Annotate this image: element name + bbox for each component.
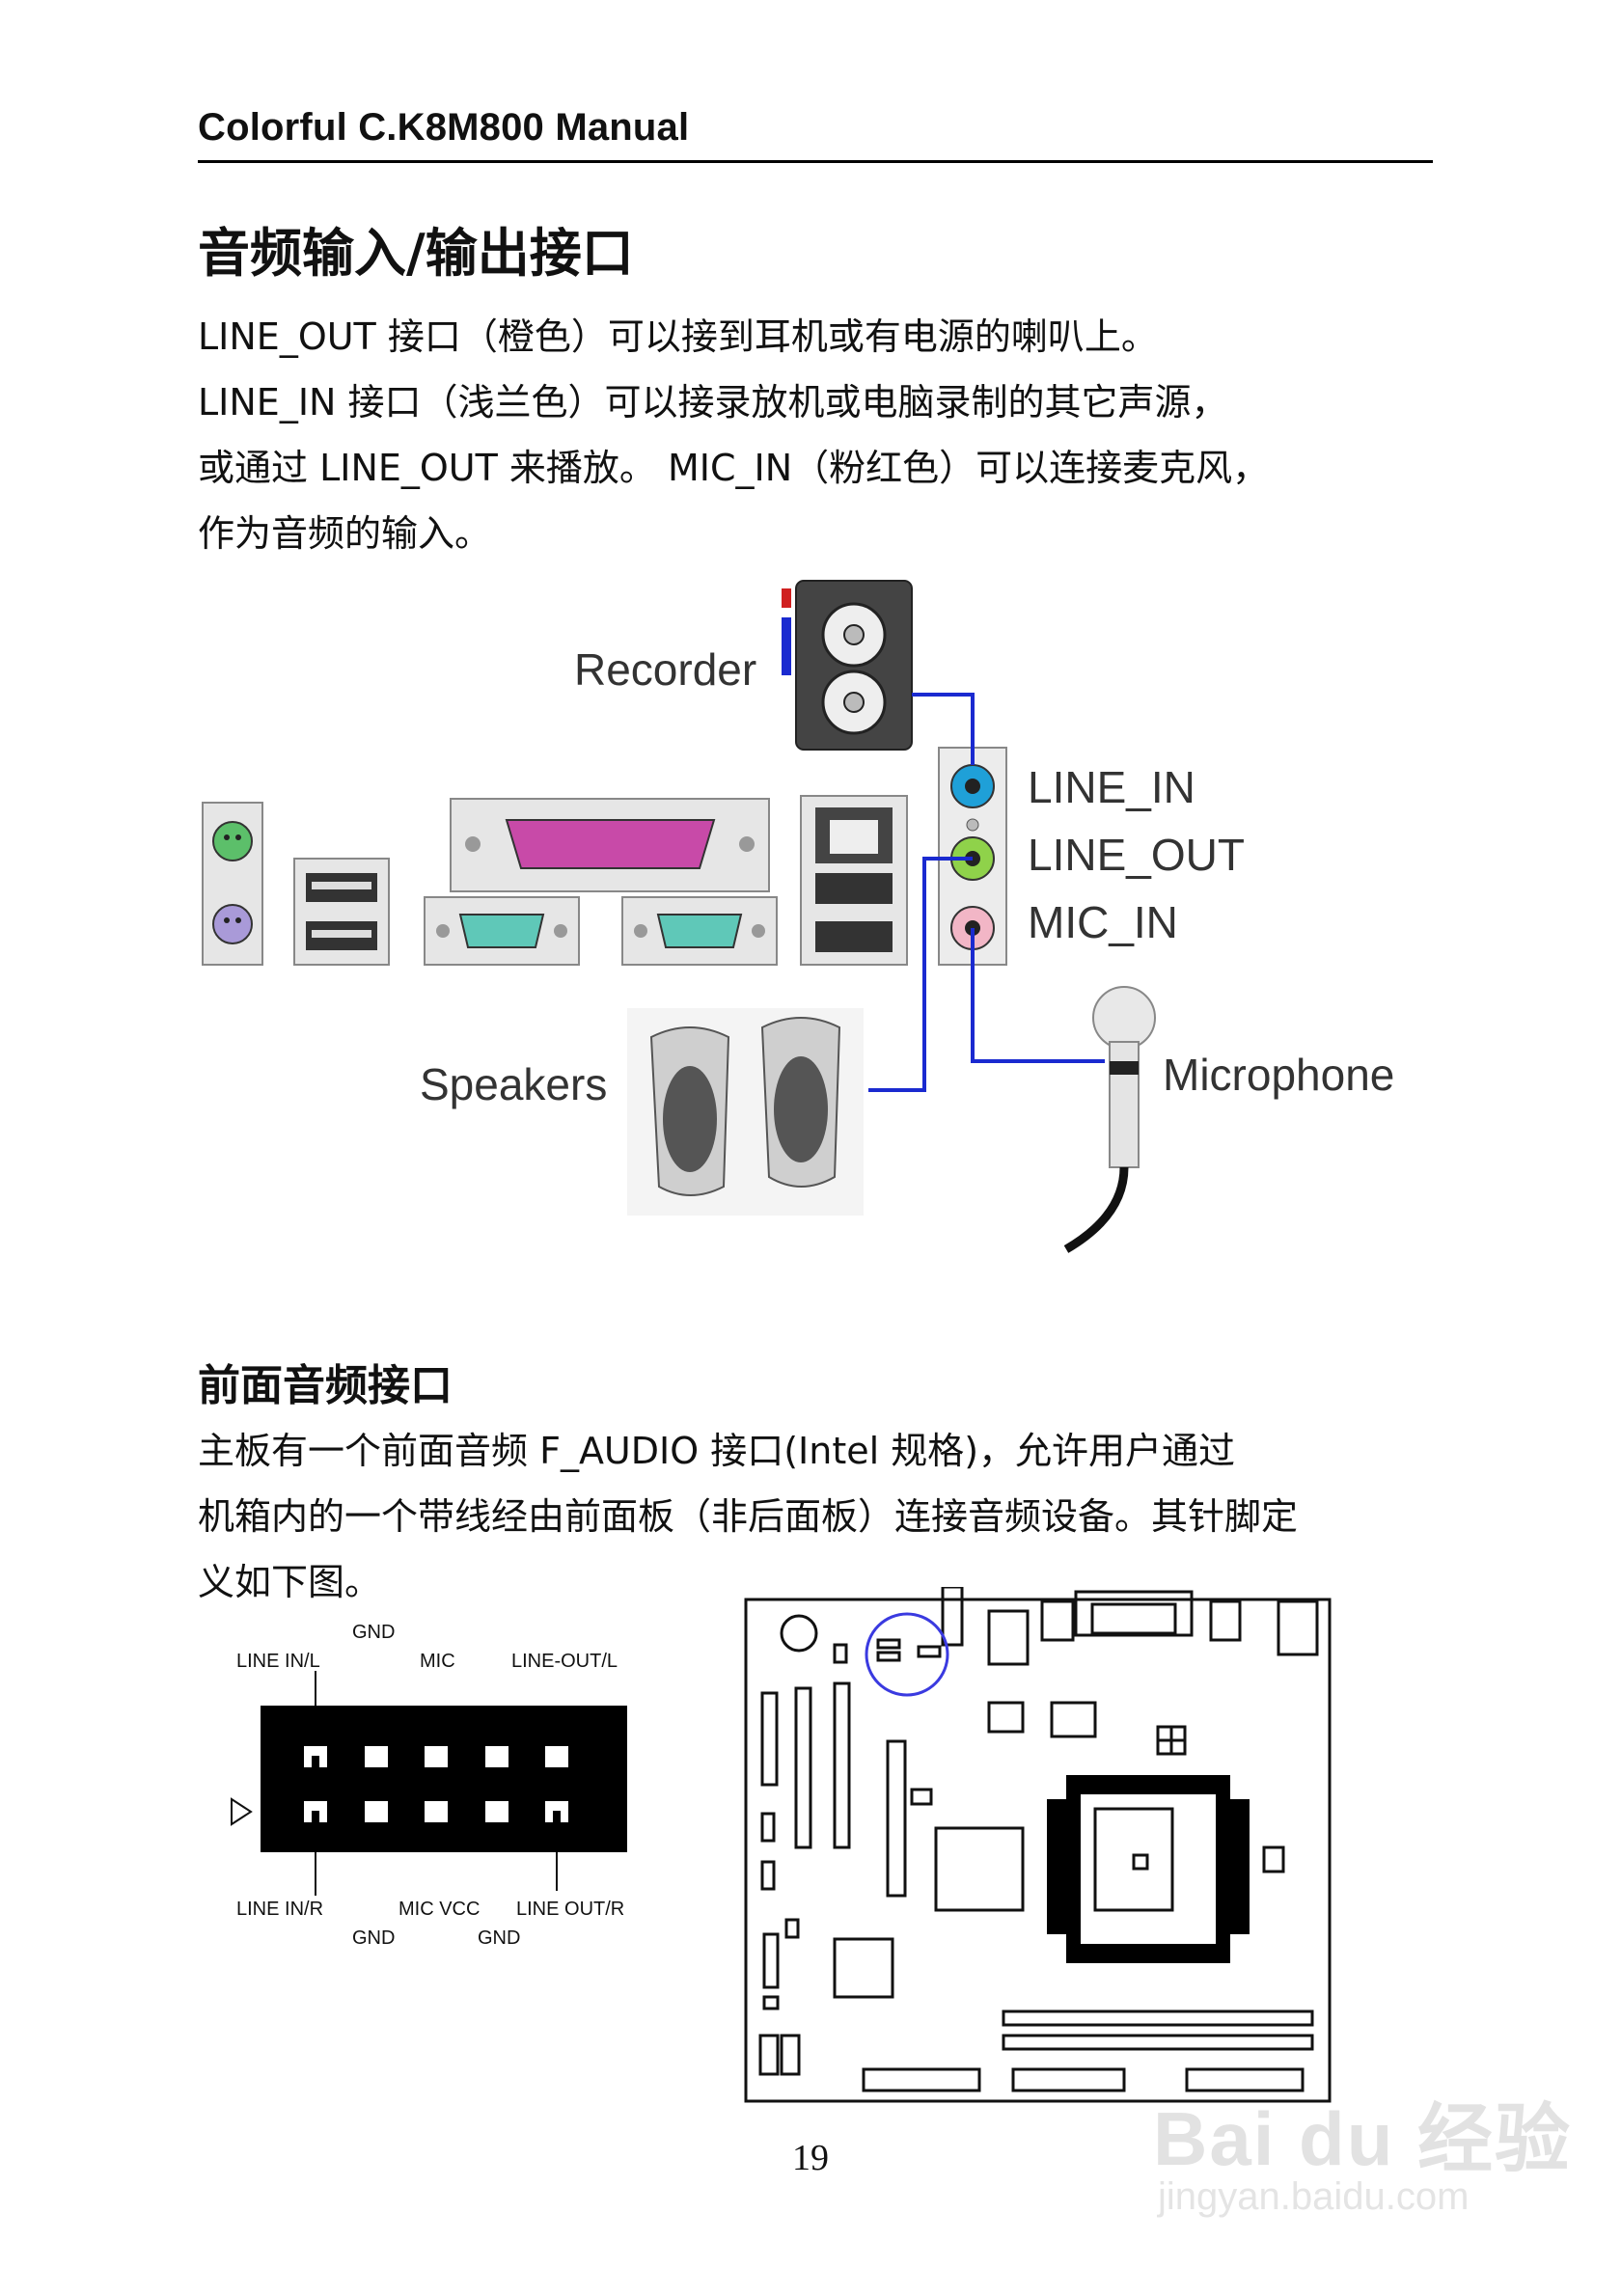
line-out-label: LINE_OUT bbox=[1028, 830, 1245, 880]
header-title: Colorful C.K8M800 Manual bbox=[198, 106, 690, 149]
line-in-cable bbox=[912, 693, 975, 765]
lan-usb-stack bbox=[800, 795, 908, 966]
paragraph-line-1: LINE_OUT 接口（橙色）可以接到耳机或有电源的喇叭上。 bbox=[198, 315, 1158, 358]
baidu-watermark: Bai du 经验 bbox=[1153, 2096, 1573, 2181]
pin-label-bottom-gnd-1: GND bbox=[352, 1927, 395, 1949]
usb-ports-left bbox=[293, 858, 390, 966]
pin-label-line-in-l: LINE IN/L bbox=[236, 1651, 320, 1672]
header-divider bbox=[198, 160, 1433, 163]
speakers-image bbox=[627, 1008, 864, 1216]
paragraph2-line-2: 机箱内的一个带线经由前面板（非后面板）连接音频设备。其针脚定 bbox=[198, 1495, 1299, 1538]
mic-in-label: MIC_IN bbox=[1028, 897, 1178, 947]
paragraph-line-3: 或通过 LINE_OUT 来播放。 MIC_IN（粉红色）可以连接麦克风， bbox=[198, 447, 1270, 489]
baidu-watermark-url: jingyan.baidu.com bbox=[1158, 2175, 1470, 2218]
recorder-label: Recorder bbox=[574, 644, 756, 695]
motherboard-layout-diagram bbox=[744, 1587, 1332, 2103]
page-number: 19 bbox=[792, 2138, 829, 2178]
pin-label-line-out-r: LINE OUT/R bbox=[516, 1899, 624, 1920]
paragraph-line-4: 作为音频的输入。 bbox=[198, 512, 492, 555]
pin-label-mic-vcc: MIC VCC bbox=[398, 1899, 480, 1920]
pin-header-block bbox=[261, 1706, 627, 1852]
paragraph2-line-1: 主板有一个前面音频 F_AUDIO 接口(Intel 规格)，允许用户通过 bbox=[198, 1430, 1236, 1472]
line-out-cable bbox=[868, 857, 973, 1092]
ps2-ports bbox=[202, 802, 263, 966]
pin-label-line-out-l: LINE-OUT/L bbox=[511, 1651, 618, 1672]
pin-label-mic: MIC bbox=[420, 1651, 455, 1672]
microphone-image bbox=[1063, 986, 1156, 1253]
cpu-socket bbox=[1047, 1775, 1250, 1963]
pin-label-line-in-r: LINE IN/R bbox=[236, 1899, 323, 1920]
microphone-label: Microphone bbox=[1163, 1050, 1394, 1100]
recorder-device bbox=[782, 580, 913, 751]
f-audio-pin-diagram: GND LINE IN/L MIC LINE-OUT/L LINE IN/R M… bbox=[231, 1622, 627, 1949]
mic-cable bbox=[971, 928, 1105, 1063]
f-audio-location-marker bbox=[865, 1612, 949, 1697]
com-port-2 bbox=[621, 896, 778, 966]
paragraph-line-2: LINE_IN 接口（浅兰色）可以接录放机或电脑录制的其它声源， bbox=[198, 381, 1228, 424]
com-port-1 bbox=[424, 896, 580, 966]
speakers-label: Speakers bbox=[420, 1059, 607, 1109]
pin-label-bottom-gnd-2: GND bbox=[478, 1927, 520, 1949]
section-heading-front-audio: 前面音频接口 bbox=[198, 1361, 453, 1410]
line-in-label: LINE_IN bbox=[1028, 762, 1195, 812]
paragraph2-line-3: 义如下图。 bbox=[198, 1561, 382, 1603]
pin-label-top-gnd: GND bbox=[352, 1622, 395, 1643]
section-heading-audio-io: 音频输入/输出接口 bbox=[198, 222, 634, 284]
audio-connection-figure: Recorder LINE_IN LINE_OUT MIC_IN Speaker… bbox=[198, 579, 1433, 1264]
parallel-port bbox=[450, 798, 770, 892]
